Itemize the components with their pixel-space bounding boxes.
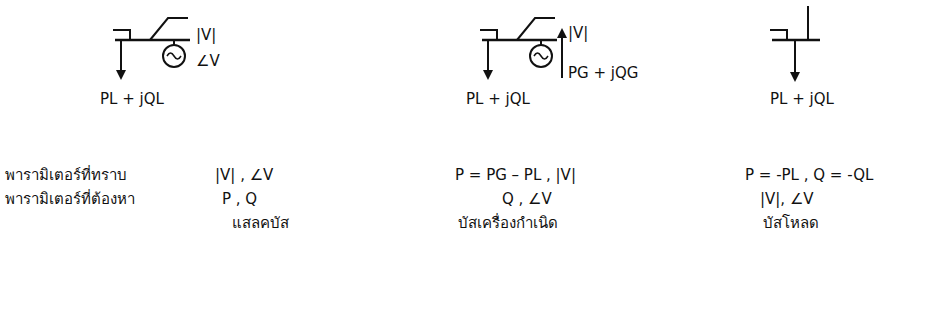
bus-name: บัสโหลด (763, 214, 819, 232)
unknown-parameters: P , Q (222, 190, 257, 208)
row-heading: พารามิเตอร์ที่ทราบ (5, 166, 127, 184)
known-parameters: |V| , ∠V (215, 166, 273, 184)
known-parameters: P = -PL , Q = -QL (745, 166, 873, 184)
bus-name: บัสเครื่องกำเนิด (458, 214, 558, 232)
generator-power: PG + jQG (568, 64, 638, 82)
load-power: PL + jQL (466, 90, 530, 108)
voltage-magnitude: |V| (568, 24, 588, 42)
known-parameters: P = PG – PL , |V| (455, 166, 576, 184)
load-power: PL + jQL (770, 90, 834, 108)
row-heading: พารามิเตอร์ที่ต้องหา (5, 190, 135, 208)
unknown-parameters: Q , ∠V (502, 190, 552, 208)
voltage-magnitude: |V| (196, 26, 216, 44)
unknown-parameters: |V|, ∠V (760, 190, 814, 208)
load-power: PL + jQL (100, 90, 164, 108)
voltage-angle: ∠V (196, 52, 220, 70)
bus-name: แสลคบัส (232, 214, 289, 232)
